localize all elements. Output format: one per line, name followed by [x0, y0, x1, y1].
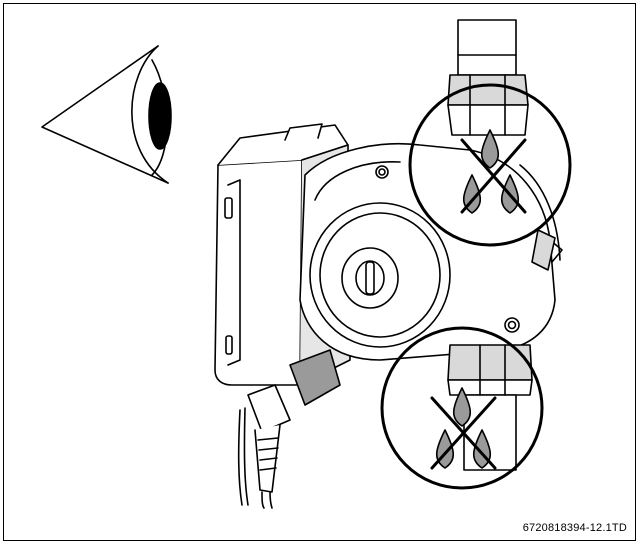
eye-icon: [41, 45, 172, 184]
no-leak-icon-top: [408, 83, 572, 247]
no-leak-icon-bottom: [380, 326, 544, 490]
pump-icon: [214, 123, 563, 386]
pipe-top: [447, 19, 529, 136]
power-cable: [237, 349, 341, 509]
figure-frame: [3, 3, 636, 541]
document-id: 6720818394-12.1TD: [522, 522, 627, 534]
